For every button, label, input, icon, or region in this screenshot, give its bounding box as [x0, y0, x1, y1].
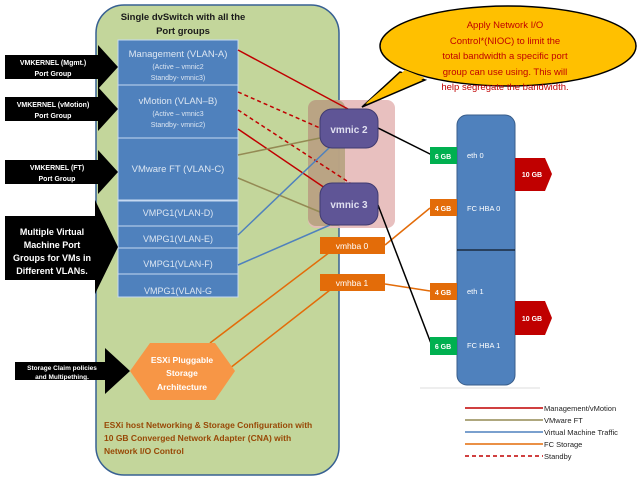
port-group-vlan-g[interactable] [117, 273, 239, 298]
pg-management-sub1: (Active – vmnic2 [152, 64, 203, 71]
arrow-ft [5, 150, 118, 194]
total-bw-1: 10 GB [522, 172, 542, 179]
bw-fc1: 6 GB [435, 344, 451, 351]
vmhba0[interactable] [320, 237, 385, 254]
arrow-storage-label-2: and Multipething. [35, 374, 89, 381]
pg-management-label: Management (VLAN-A) [129, 49, 228, 60]
fchba1-label: FC HBA 1 [467, 341, 500, 350]
legend-label-fc: FC Storage [544, 440, 582, 449]
vmhba0-label: vmhba 0 [336, 241, 369, 251]
arrow-vm-label-3: Groups for VMs in [13, 253, 91, 263]
vmnic3-label: vmnic 3 [330, 200, 368, 211]
vmnic2-label: vmnic 2 [330, 125, 368, 136]
bw-fc1-badge [430, 337, 457, 355]
psa-label-3: Architecture [157, 382, 207, 392]
port-group-ft[interactable] [117, 137, 239, 201]
fchba0-label: FC HBA 0 [467, 204, 500, 213]
legend-label-ft: VMware FT [544, 416, 583, 425]
callout-line-1: Apply Network I/O [467, 20, 544, 31]
vmnic3[interactable] [319, 182, 379, 226]
pg-ft-label: VMware FT (VLAN-C) [132, 164, 225, 175]
arrow-vmotion-label-2: Port Group [35, 113, 72, 120]
eth1-label: eth 1 [467, 287, 484, 296]
total-bw-arrow-1 [515, 158, 552, 191]
callout-line-2: Control*(NIOC) to limit the [450, 36, 560, 47]
pg-vmotion-sub1: (Active – vmnic3 [152, 111, 203, 118]
bw-eth0: 6 GB [435, 154, 451, 161]
dvswitch-title-2: Port groups [156, 26, 210, 37]
arrow-vmotion-label-1: VMKERNEL (vMotion) [17, 102, 90, 109]
bw-fc0: 4 GB [435, 206, 451, 213]
port-group-column [117, 39, 239, 298]
footer-line-2: 10 GB Converged Network Adapter (CNA) wi… [104, 433, 291, 443]
port-group-management[interactable] [117, 39, 239, 86]
bw-eth0-badge [430, 147, 457, 164]
arrow-storage [15, 348, 130, 394]
arrow-mgmt-label-2: Port Group [35, 71, 72, 78]
footer-line-3: Network I/O Control [104, 446, 184, 456]
vmhba1-label: vmhba 1 [336, 278, 369, 288]
legend-label-mgmt: Management/vMotion [544, 404, 616, 413]
arrow-vm-label-2: Machine Port [24, 240, 81, 250]
arrow-ft-label-2: Port Group [39, 176, 76, 183]
total-bw-arrow-2 [515, 301, 552, 335]
bw-eth1-badge [430, 283, 457, 300]
legend [465, 407, 543, 457]
arrow-ft-label-1: VMKERNEL (FT) [30, 165, 84, 172]
bw-fc0-badge [430, 199, 457, 216]
pg-vlan-f-label: VMPG1(VLAN-F) [143, 259, 213, 269]
callout-line-5: help segregate the bandwidth. [441, 82, 568, 93]
arrow-storage-label-1: Storage Claim policies [27, 365, 97, 372]
arrow-vm-label-1: Multiple Virtual [20, 227, 84, 237]
pg-vlan-d-label: VMPG1(VLAN-D) [143, 208, 214, 218]
legend-label-vm: Virtual Machine Traffic [544, 428, 618, 437]
pg-vlan-g-label: VMPG1(VLAN-G [144, 286, 212, 296]
port-group-vlan-f[interactable] [117, 247, 239, 275]
arrow-vmotion [5, 87, 118, 131]
callout-line-3: total bandwidth a specific port [442, 51, 568, 62]
psa-label-2: Storage [166, 368, 198, 378]
footer-line-1: ESXi host Networking & Storage Configura… [104, 420, 312, 430]
eth0-label: eth 0 [467, 151, 484, 160]
callout-line-4: group can use using. This will [443, 67, 567, 78]
pg-management-sub2: Standby- vmnic3) [151, 75, 205, 82]
port-group-vmotion[interactable] [117, 84, 239, 139]
vmnic2[interactable] [319, 108, 379, 149]
psa-label-1: ESXi Pluggable [151, 355, 214, 365]
legend-label-standby: Standby [544, 452, 572, 461]
bw-eth1: 4 GB [435, 290, 451, 297]
arrow-mgmt-label-1: VMKERNEL (Mgmt.) [20, 60, 86, 67]
pg-vmotion-label: vMotion (VLAN–B) [139, 96, 218, 107]
psa-hexagon [130, 343, 235, 400]
pg-vlan-e-label: VMPG1(VLAN-E) [143, 234, 213, 244]
nioc-callout [361, 5, 637, 108]
arrow-mgmt [5, 45, 118, 89]
dvswitch-title: Single dvSwitch with all the [121, 12, 246, 23]
pg-vmotion-sub2: Standby- vmnic2) [151, 122, 205, 129]
arrow-vm-port-groups [5, 200, 118, 294]
total-bw-2: 10 GB [522, 316, 542, 323]
arrow-vm-label-4: Different VLANs. [16, 266, 88, 276]
vmhba1[interactable] [320, 274, 385, 291]
